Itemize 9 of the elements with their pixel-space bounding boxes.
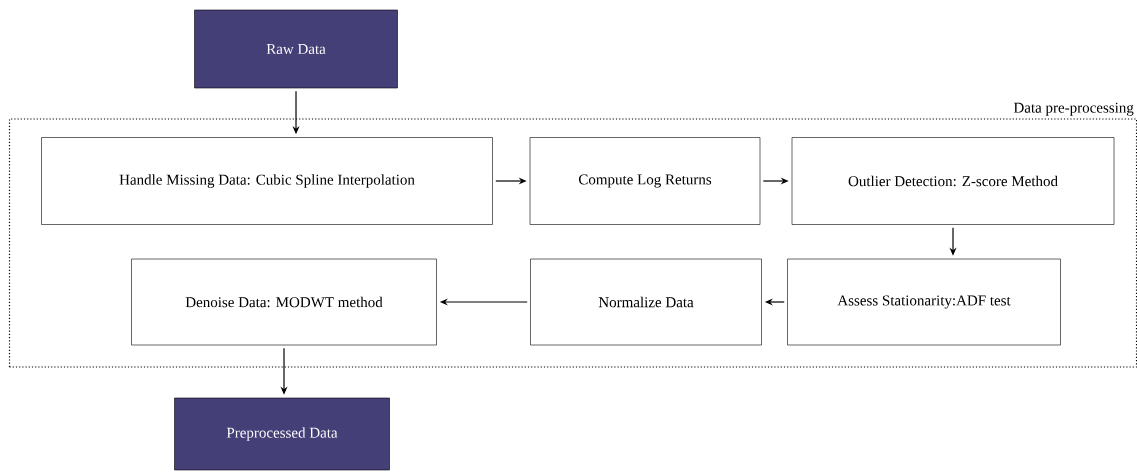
process-box: Compute Log Returns (529, 137, 761, 225)
process-box: Normalize Data (530, 258, 762, 346)
terminal-box: Preprocessed Data (174, 397, 390, 471)
process-box: Assess Stationarity:ADF test (787, 258, 1061, 346)
process-box: Handle Missing Data: Cubic Spline Interpolation (41, 137, 493, 225)
group-label: Data pre-processing (1013, 102, 1134, 116)
process-box: Outlier Detection: Z-score Method (791, 137, 1115, 225)
terminal-box: Raw Data (194, 9, 398, 89)
process-box: Denoise Data: MODWT method (131, 258, 437, 346)
